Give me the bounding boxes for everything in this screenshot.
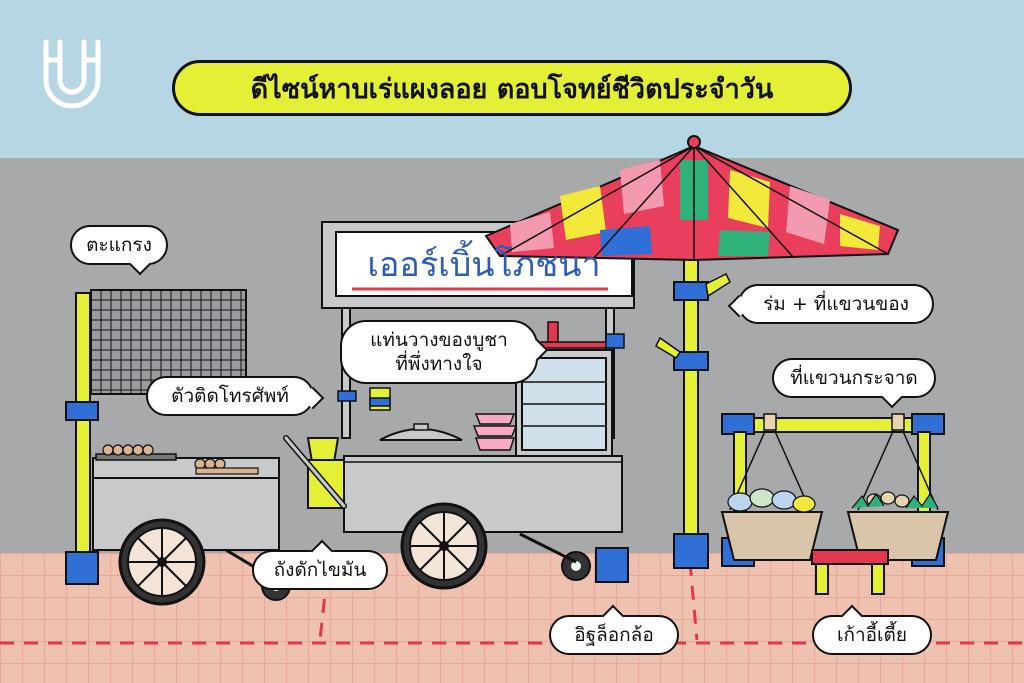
callout-phone-mount: ตัวติดโทรศัพท์: [146, 376, 325, 416]
basket-hanger: [720, 413, 950, 567]
callout-shrine: แท่นวางของบูชา ที่พึ่งทางใจ: [340, 320, 549, 384]
page-title: ดีไซน์หาบเร่แผงลอย ตอบโจทย์ชีวิตประจำวัน: [250, 73, 774, 105]
cart-wheels: [118, 502, 629, 606]
callout-grease-trap-label: ถังดักไขมัน: [273, 559, 367, 581]
callout-grill: ตะแกรง: [70, 225, 168, 276]
callout-umbrella-label: ร่ม + ที่แขวนของ: [763, 293, 909, 315]
callout-stool-label: เก้าอี้เตี้ย: [836, 624, 908, 646]
callout-shrine-line1: แท่นวางของบูชา: [370, 329, 508, 351]
callout-stool: เก้าอี้เตี้ย: [812, 604, 932, 655]
callout-basket-hanger-label: ที่แขวนกระจาด: [790, 367, 918, 389]
grill-pole: [65, 292, 99, 585]
callout-phone-mount-label: ตัวติดโทรศัพท์: [171, 385, 289, 407]
umbrella-pole: [655, 255, 731, 569]
callout-umbrella: ร่ม + ที่แขวนของ: [727, 284, 934, 324]
umbrella-canopy: [484, 135, 900, 262]
logo-u-icon: [43, 39, 101, 109]
callout-wheel-lock-label: อิฐล็อกล้อ: [574, 624, 654, 646]
callout-grill-label: ตะแกรง: [86, 234, 152, 256]
low-stool: [811, 549, 889, 595]
callout-basket-hanger: ที่แขวนกระจาด: [772, 358, 936, 409]
cart-sign-text: เออร์เบิ้นโภชนา: [367, 245, 601, 285]
title-banner: ดีไซน์หาบเร่แผงลอย ตอบโจทย์ชีวิตประจำวัน: [172, 60, 852, 116]
callout-grease-trap: ถังดักไขมัน: [252, 539, 388, 590]
callout-shrine-line2: ที่พึ่งทางใจ: [395, 353, 483, 375]
callout-wheel-lock: อิฐล็อกล้อ: [549, 604, 679, 655]
